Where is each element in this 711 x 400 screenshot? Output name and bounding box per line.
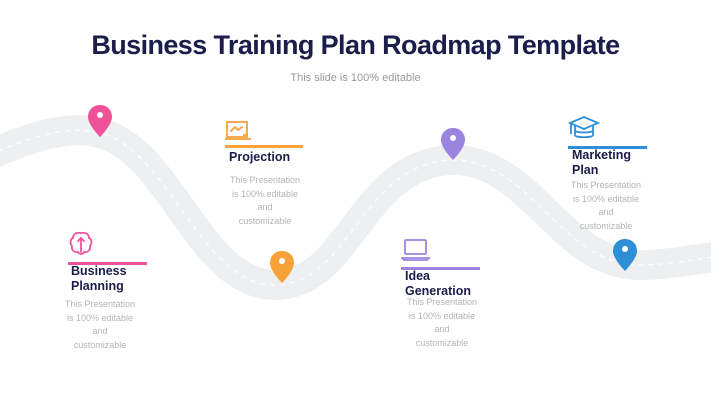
pin-blue-icon	[613, 239, 637, 271]
step-divider	[568, 146, 647, 149]
step-description: This Presentation is 100% editable and c…	[64, 299, 136, 350]
graduation-cap-icon	[568, 116, 600, 139]
step-description: This Presentation is 100% editable and c…	[229, 175, 301, 226]
step-divider	[401, 267, 480, 270]
step-description: This Presentation is 100% editable and c…	[570, 180, 642, 231]
step-label: Idea Generation	[405, 269, 471, 298]
pin-pink-icon	[88, 105, 112, 137]
brain-icon	[69, 231, 93, 255]
page-title: Business Training Plan Roadmap Template	[91, 30, 620, 60]
pin-purple-icon	[441, 128, 465, 160]
laptop-icon	[401, 239, 431, 261]
step-description: This Presentation is 100% editable and c…	[406, 297, 478, 348]
step-divider	[225, 145, 303, 148]
chart-monitor-icon	[225, 121, 251, 140]
step-divider	[68, 262, 147, 265]
step-label: Business Planning	[71, 264, 127, 293]
pin-orange-icon	[270, 251, 294, 283]
step-label: Marketing Plan	[572, 148, 632, 177]
step-label: Projection	[229, 150, 291, 164]
page-subtitle: This slide is 100% editable	[290, 72, 421, 84]
